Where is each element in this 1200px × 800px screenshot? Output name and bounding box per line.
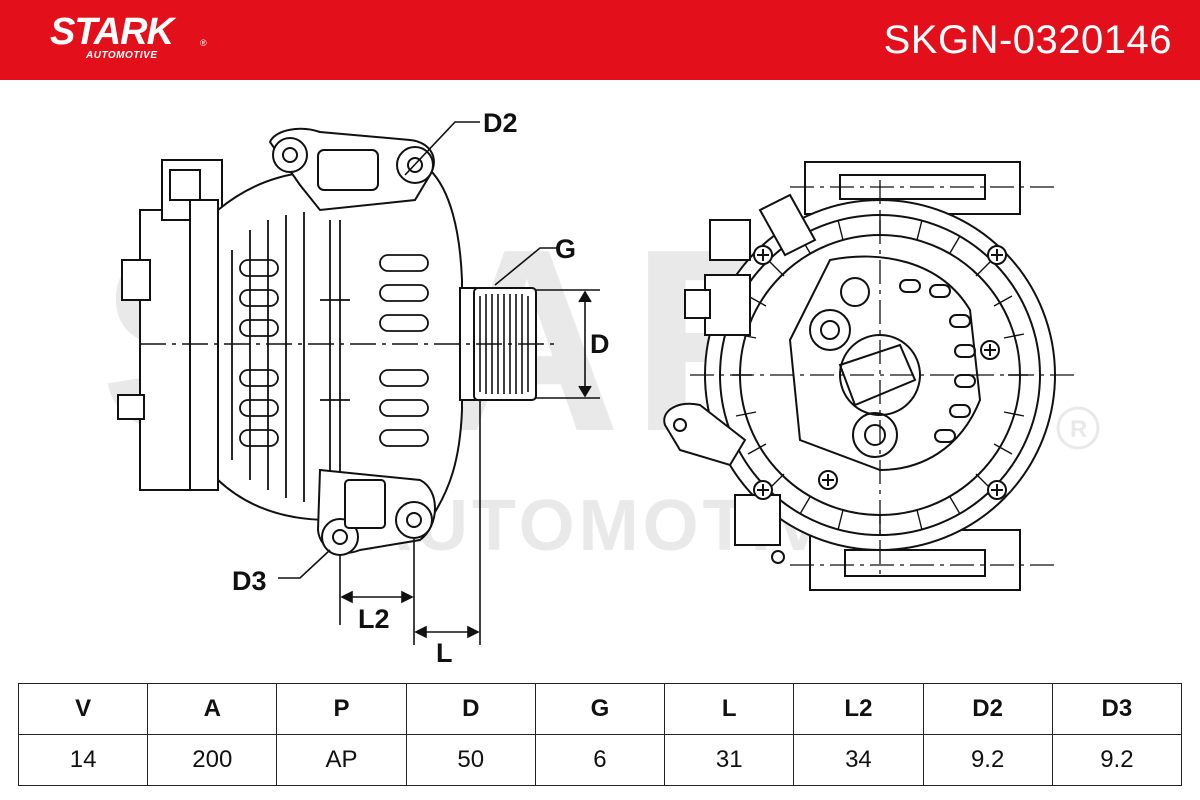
spec-value-p: AP (276, 734, 407, 786)
g-leader (494, 247, 560, 286)
label-d3: D3 (232, 566, 267, 596)
stark-logo: STARK AUTOMOTIVE ® (50, 10, 210, 66)
spec-header-row: V A P D G L L2 D2 D3 (17, 683, 1183, 735)
spec-value-l2: 34 (793, 734, 924, 786)
spec-value-d: 50 (405, 734, 536, 786)
rear-upper-terminal (840, 277, 870, 307)
logo-brand-sub: AUTOMOTIVE (86, 50, 158, 61)
side-dimensions (278, 121, 600, 645)
spec-value-d3: 9.2 (1051, 734, 1183, 786)
spec-header-g: G (534, 683, 666, 735)
watermark-registered-circle (1056, 406, 1100, 450)
spec-header-a: A (147, 683, 278, 735)
rear-cover (189, 199, 219, 491)
spec-value-row: 14 200 AP 50 6 31 34 9.2 9.2 (17, 734, 1183, 786)
mount-hole-lower-right (395, 501, 433, 539)
spec-value-g: 6 (534, 734, 666, 786)
rear-bplus-terminal (809, 309, 851, 351)
spec-header-d2: D2 (922, 683, 1053, 735)
label-l: L (436, 638, 453, 668)
spec-value-a: 200 (147, 734, 278, 786)
mount-hole-d2-left (272, 137, 308, 173)
spec-value-v: 14 (17, 734, 149, 786)
rear-connector-block (121, 259, 151, 301)
part-number: SKGN-0320146 (883, 18, 1172, 62)
spec-value-l: 31 (664, 734, 795, 786)
left-terminal-block (709, 219, 751, 261)
label-d2: D2 (483, 108, 518, 138)
rear-mount-ear (663, 402, 747, 467)
rear-terminal-inner (169, 169, 201, 201)
spec-table: V A P D G L L2 D2 D3 14 200 AP 50 6 31 3… (17, 683, 1183, 786)
rear-connector-plate (139, 209, 193, 491)
alternator-drawing: STARK AUTOMOTIVE R (100, 108, 1100, 668)
label-l2: L2 (358, 604, 390, 634)
watermark-registered-r: R (1070, 416, 1087, 443)
spec-header-p: P (276, 683, 407, 735)
header-bar: STARK AUTOMOTIVE ® SKGN-0320146 (0, 0, 1200, 80)
logo-brand-name: STARK (50, 11, 174, 53)
spec-header-d3: D3 (1051, 683, 1183, 735)
label-d: D (590, 329, 610, 359)
lower-bracket-boss (344, 479, 386, 529)
rear-center-nut (852, 412, 898, 458)
rear-connector-small (117, 394, 145, 420)
d3-leader (278, 549, 331, 579)
regulator-bracket (758, 193, 817, 257)
cooling-fins (231, 212, 429, 502)
left-lower-terminal (734, 494, 781, 546)
rear-view (663, 161, 1075, 591)
logo-registered-mark: ® (200, 38, 207, 48)
side-view (117, 127, 556, 556)
spec-header-v: V (17, 683, 149, 735)
rear-cover-plate (788, 255, 982, 472)
upper-bracket-boss (317, 149, 379, 191)
label-g: G (555, 234, 576, 264)
spec-header-d: D (405, 683, 536, 735)
d2-leader (404, 121, 480, 176)
housing-screws (753, 245, 1007, 564)
spec-header-l2: L2 (793, 683, 924, 735)
regulator-plug (704, 274, 751, 336)
spec-value-d2: 9.2 (922, 734, 1053, 786)
rear-bottom-boss-inner (844, 549, 986, 577)
spec-header-l: L (664, 683, 795, 735)
